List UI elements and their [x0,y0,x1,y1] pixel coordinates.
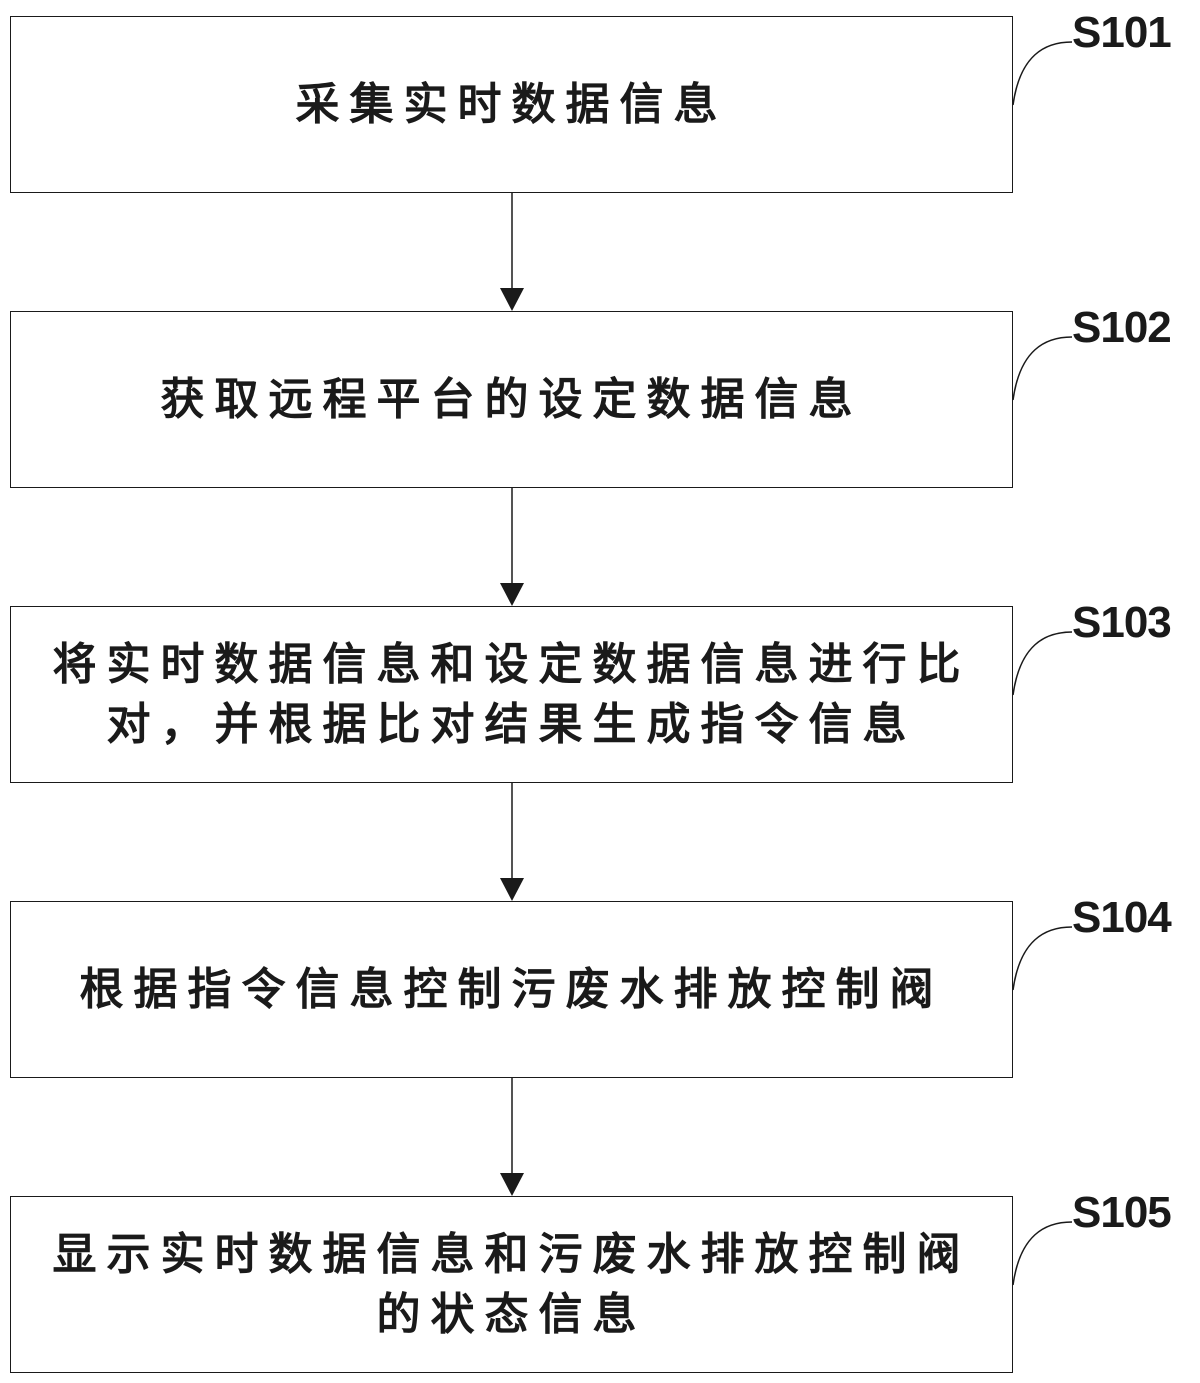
leader-line-s102 [1012,336,1073,401]
leader-line-s101 [1012,41,1073,106]
step-text-s102: 获取远程平台的设定数据信息 [160,373,863,425]
arrow-s103-s104 [500,783,524,901]
step-label-s102: S102 [1072,303,1172,352]
step-text-s103: 将实时数据信息和设定数据信息进行比对，并根据比对结果生成指令信息 [52,638,971,750]
leader-line-s105 [1012,1221,1073,1286]
arrow-s102-s103 [500,488,524,606]
step-text-s105: 显示实时数据信息和污废水排放控制阀的状态信息 [52,1228,971,1340]
leader-line-s104 [1012,926,1073,991]
step-text-s101: 采集实时数据信息 [295,78,728,130]
arrow-s101-s102 [500,193,524,311]
step-box-s102: 获取远程平台的设定数据信息 [10,311,1013,488]
step-text-s104: 根据指令信息控制污废水排放控制阀 [79,963,944,1015]
step-box-s104: 根据指令信息控制污废水排放控制阀 [10,901,1013,1078]
step-label-s104: S104 [1072,893,1172,942]
step-label-s103: S103 [1072,598,1172,647]
step-box-s101: 采集实时数据信息 [10,16,1013,193]
step-label-s101: S101 [1072,8,1172,57]
step-box-s103: 将实时数据信息和设定数据信息进行比对，并根据比对结果生成指令信息 [10,606,1013,783]
step-box-s105: 显示实时数据信息和污废水排放控制阀的状态信息 [10,1196,1013,1373]
step-label-s105: S105 [1072,1188,1172,1237]
leader-line-s103 [1012,631,1073,696]
arrow-s104-s105 [500,1078,524,1196]
